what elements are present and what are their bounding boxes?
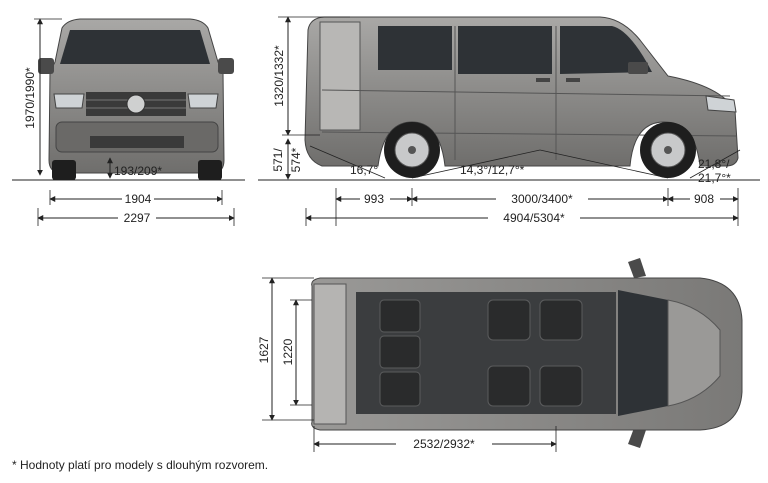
rear-step-label-a: 571/ (271, 148, 285, 172)
roof-height-label: 1320/1332* (272, 45, 286, 107)
side-window-rear (378, 26, 452, 70)
rear-overhang-label: 993 (364, 192, 384, 206)
front-right-wheel (198, 160, 222, 180)
track-width-label: 1904 (125, 192, 152, 206)
right-headlight (187, 93, 219, 109)
ground-clearance-label: 193/209* (114, 164, 162, 178)
left-headlight (53, 93, 85, 109)
ramp-angle-label: 14,3°/12,7°* (460, 163, 525, 177)
approach-angle-label-a: 21,8°/ (698, 157, 730, 171)
vw-logo (126, 94, 146, 114)
front-view: 1970/1990* 193/209* 1904 2297 (12, 18, 245, 226)
footnote: * Hodnoty platí pro modely s dlouhým roz… (12, 458, 269, 472)
wheelbase-label: 3000/3400* (511, 192, 573, 206)
rear-wheel (384, 122, 440, 178)
load-length-label: 2532/2932* (413, 437, 475, 451)
overall-length-label: 4904/5304* (503, 211, 565, 225)
front-windshield (60, 30, 210, 64)
approach-angle-label-b: 21,7°* (698, 171, 731, 185)
overall-width-label: 2297 (124, 211, 151, 225)
side-view: 1320/1332* 571/ 574* 16,7° 14,3°/12,7°* … (258, 16, 760, 226)
front-wheel (640, 122, 696, 178)
front-overhang-label: 908 (694, 192, 714, 206)
between-arches-label: 1220 (281, 338, 295, 365)
right-mirror (218, 58, 234, 74)
side-window-front (560, 26, 652, 74)
floor-width-label: 1627 (257, 336, 271, 363)
rear-step-label-b: 574* (289, 147, 303, 172)
side-window-middle (458, 26, 552, 74)
top-view: 1627 1220 2532/2932* (257, 258, 743, 452)
front-left-wheel (52, 160, 76, 180)
departure-angle-label: 16,7° (350, 163, 378, 177)
front-height-label: 1970/1990* (23, 67, 37, 129)
